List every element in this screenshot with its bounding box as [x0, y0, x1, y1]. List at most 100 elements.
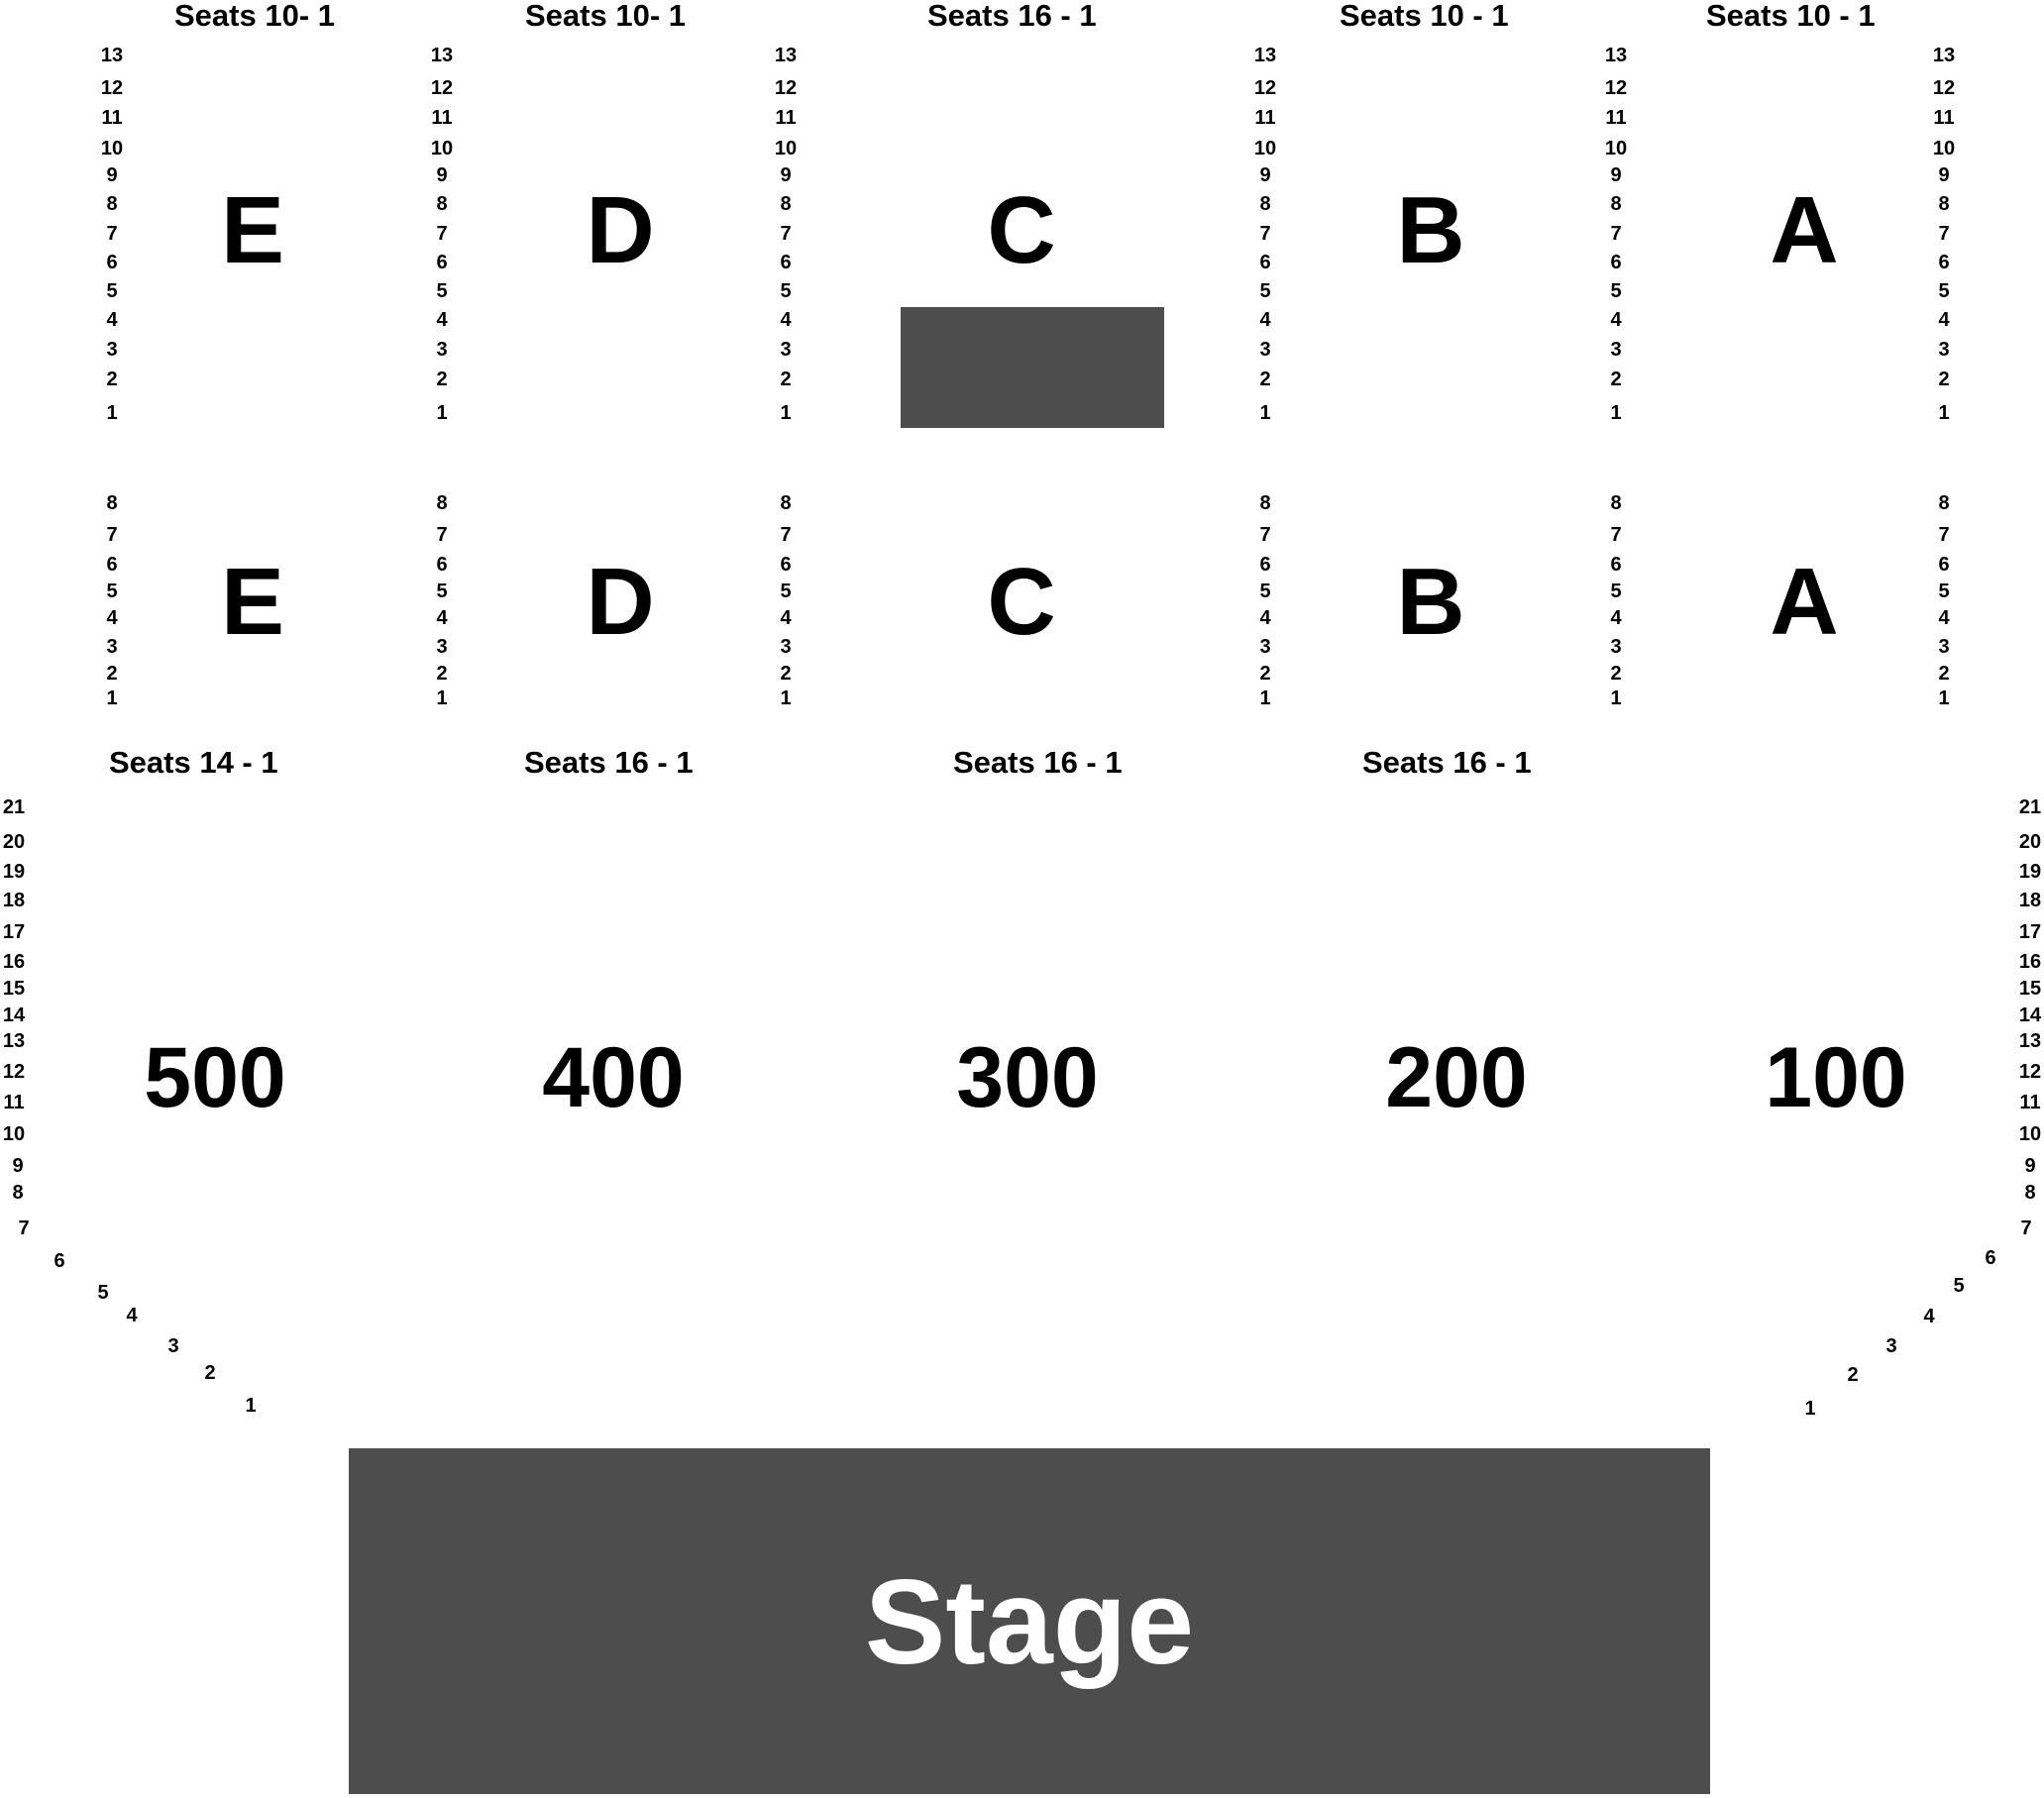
row-number: 13	[430, 45, 454, 66]
row-number: 7	[780, 223, 792, 245]
row-number: 7	[1259, 524, 1271, 546]
row-number: 4	[1610, 607, 1622, 629]
row-number: 15	[2, 978, 26, 1000]
row-number: 2	[1610, 663, 1622, 685]
row-number: 8	[436, 492, 448, 514]
seats-label-200: Seats 16 - 1	[1362, 745, 1532, 780]
section-d-lower[interactable]: D	[586, 549, 655, 655]
row-number: 8	[1938, 193, 1950, 215]
row-number: 6	[106, 554, 118, 576]
section-a-lower[interactable]: A	[1770, 549, 1839, 655]
row-number: 9	[106, 164, 118, 186]
row-number: 5	[1259, 280, 1271, 302]
row-number: 4	[1259, 309, 1271, 331]
row-number: 2	[1938, 663, 1950, 685]
row-number: 10	[1932, 138, 1956, 159]
row-number: 6	[436, 252, 448, 273]
row-number: 17	[2, 921, 26, 943]
row-number: 18	[2, 890, 26, 911]
section-b-lower[interactable]: B	[1396, 549, 1465, 655]
section-500[interactable]: 500	[144, 1030, 286, 1125]
section-e-upper[interactable]: E	[220, 177, 285, 283]
row-number: 1	[1938, 687, 1950, 709]
row-number: 21	[2, 796, 26, 818]
row-number: 4	[1938, 309, 1950, 331]
seats-label-a: Seats 10 - 1	[1706, 0, 1876, 33]
row-number: 8	[106, 193, 118, 215]
section-c-lower[interactable]: C	[987, 549, 1056, 655]
row-number: 11	[1254, 107, 1276, 129]
section-d-upper[interactable]: D	[586, 177, 655, 283]
row-number: 1	[245, 1395, 257, 1417]
row-number: 16	[2, 951, 26, 973]
row-number: 9	[1610, 164, 1622, 186]
row-number: 7	[1610, 524, 1622, 546]
row-number: 2	[204, 1362, 216, 1384]
row-number: 12	[774, 77, 798, 99]
row-number: 11	[1933, 107, 1955, 129]
row-number: 10	[100, 138, 124, 159]
row-number: 8	[1938, 492, 1950, 514]
row-number: 8	[1259, 492, 1271, 514]
section-300[interactable]: 300	[956, 1030, 1099, 1125]
section-b-upper[interactable]: B	[1396, 177, 1465, 283]
row-number: 7	[780, 524, 792, 546]
row-number: 3	[1610, 339, 1622, 361]
row-number: 10	[430, 138, 454, 159]
section-a-upper[interactable]: A	[1770, 177, 1839, 283]
row-number: 8	[1610, 193, 1622, 215]
row-number: 2	[1259, 663, 1271, 685]
row-number: 11	[431, 107, 453, 129]
row-number: 14	[2, 1005, 26, 1026]
row-number: 11	[1605, 107, 1627, 129]
row-number: 19	[2018, 861, 2042, 883]
row-number: 9	[1938, 164, 1950, 186]
row-number: 11	[3, 1092, 25, 1113]
section-c-upper[interactable]: C	[987, 177, 1056, 283]
row-number: 8	[780, 193, 792, 215]
row-number: 9	[780, 164, 792, 186]
row-number: 2	[1938, 369, 1950, 390]
row-number: 7	[436, 223, 448, 245]
row-number: 5	[780, 581, 792, 602]
row-number: 5	[436, 280, 448, 302]
row-number: 7	[1610, 223, 1622, 245]
row-number: 5	[106, 581, 118, 602]
row-number: 6	[1938, 252, 1950, 273]
row-number: 11	[101, 107, 123, 129]
section-400[interactable]: 400	[542, 1030, 685, 1125]
row-number: 7	[1259, 223, 1271, 245]
row-number: 13	[1932, 45, 1956, 66]
row-number: 7	[1938, 524, 1950, 546]
row-number: 5	[1938, 581, 1950, 602]
row-number: 3	[106, 339, 118, 361]
row-number: 7	[106, 524, 118, 546]
row-number: 5	[436, 581, 448, 602]
row-number: 4	[436, 607, 448, 629]
row-number: 13	[1604, 45, 1628, 66]
section-100[interactable]: 100	[1765, 1030, 1907, 1125]
row-number: 4	[126, 1305, 138, 1326]
row-number: 20	[2018, 831, 2042, 853]
row-number: 4	[780, 607, 792, 629]
row-number: 5	[1938, 280, 1950, 302]
row-number: 13	[2, 1030, 26, 1052]
stage-label: Stage	[864, 1553, 1195, 1689]
row-number: 2	[1847, 1364, 1859, 1386]
row-number: 6	[1259, 554, 1271, 576]
row-number: 13	[2018, 1030, 2042, 1052]
seats-label-d: Seats 10- 1	[525, 0, 686, 33]
row-number: 2	[436, 663, 448, 685]
seats-label-b: Seats 10 - 1	[1340, 0, 1509, 33]
row-number: 2	[436, 369, 448, 390]
section-e-lower[interactable]: E	[220, 549, 285, 655]
section-200[interactable]: 200	[1385, 1030, 1528, 1125]
row-number: 2	[1259, 369, 1271, 390]
row-number: 18	[2018, 890, 2042, 911]
row-number: 6	[1610, 252, 1622, 273]
sound-booth-block	[901, 307, 1164, 428]
row-number: 4	[436, 309, 448, 331]
row-number: 5	[1259, 581, 1271, 602]
row-number: 1	[1259, 402, 1271, 424]
row-number: 20	[2, 831, 26, 853]
